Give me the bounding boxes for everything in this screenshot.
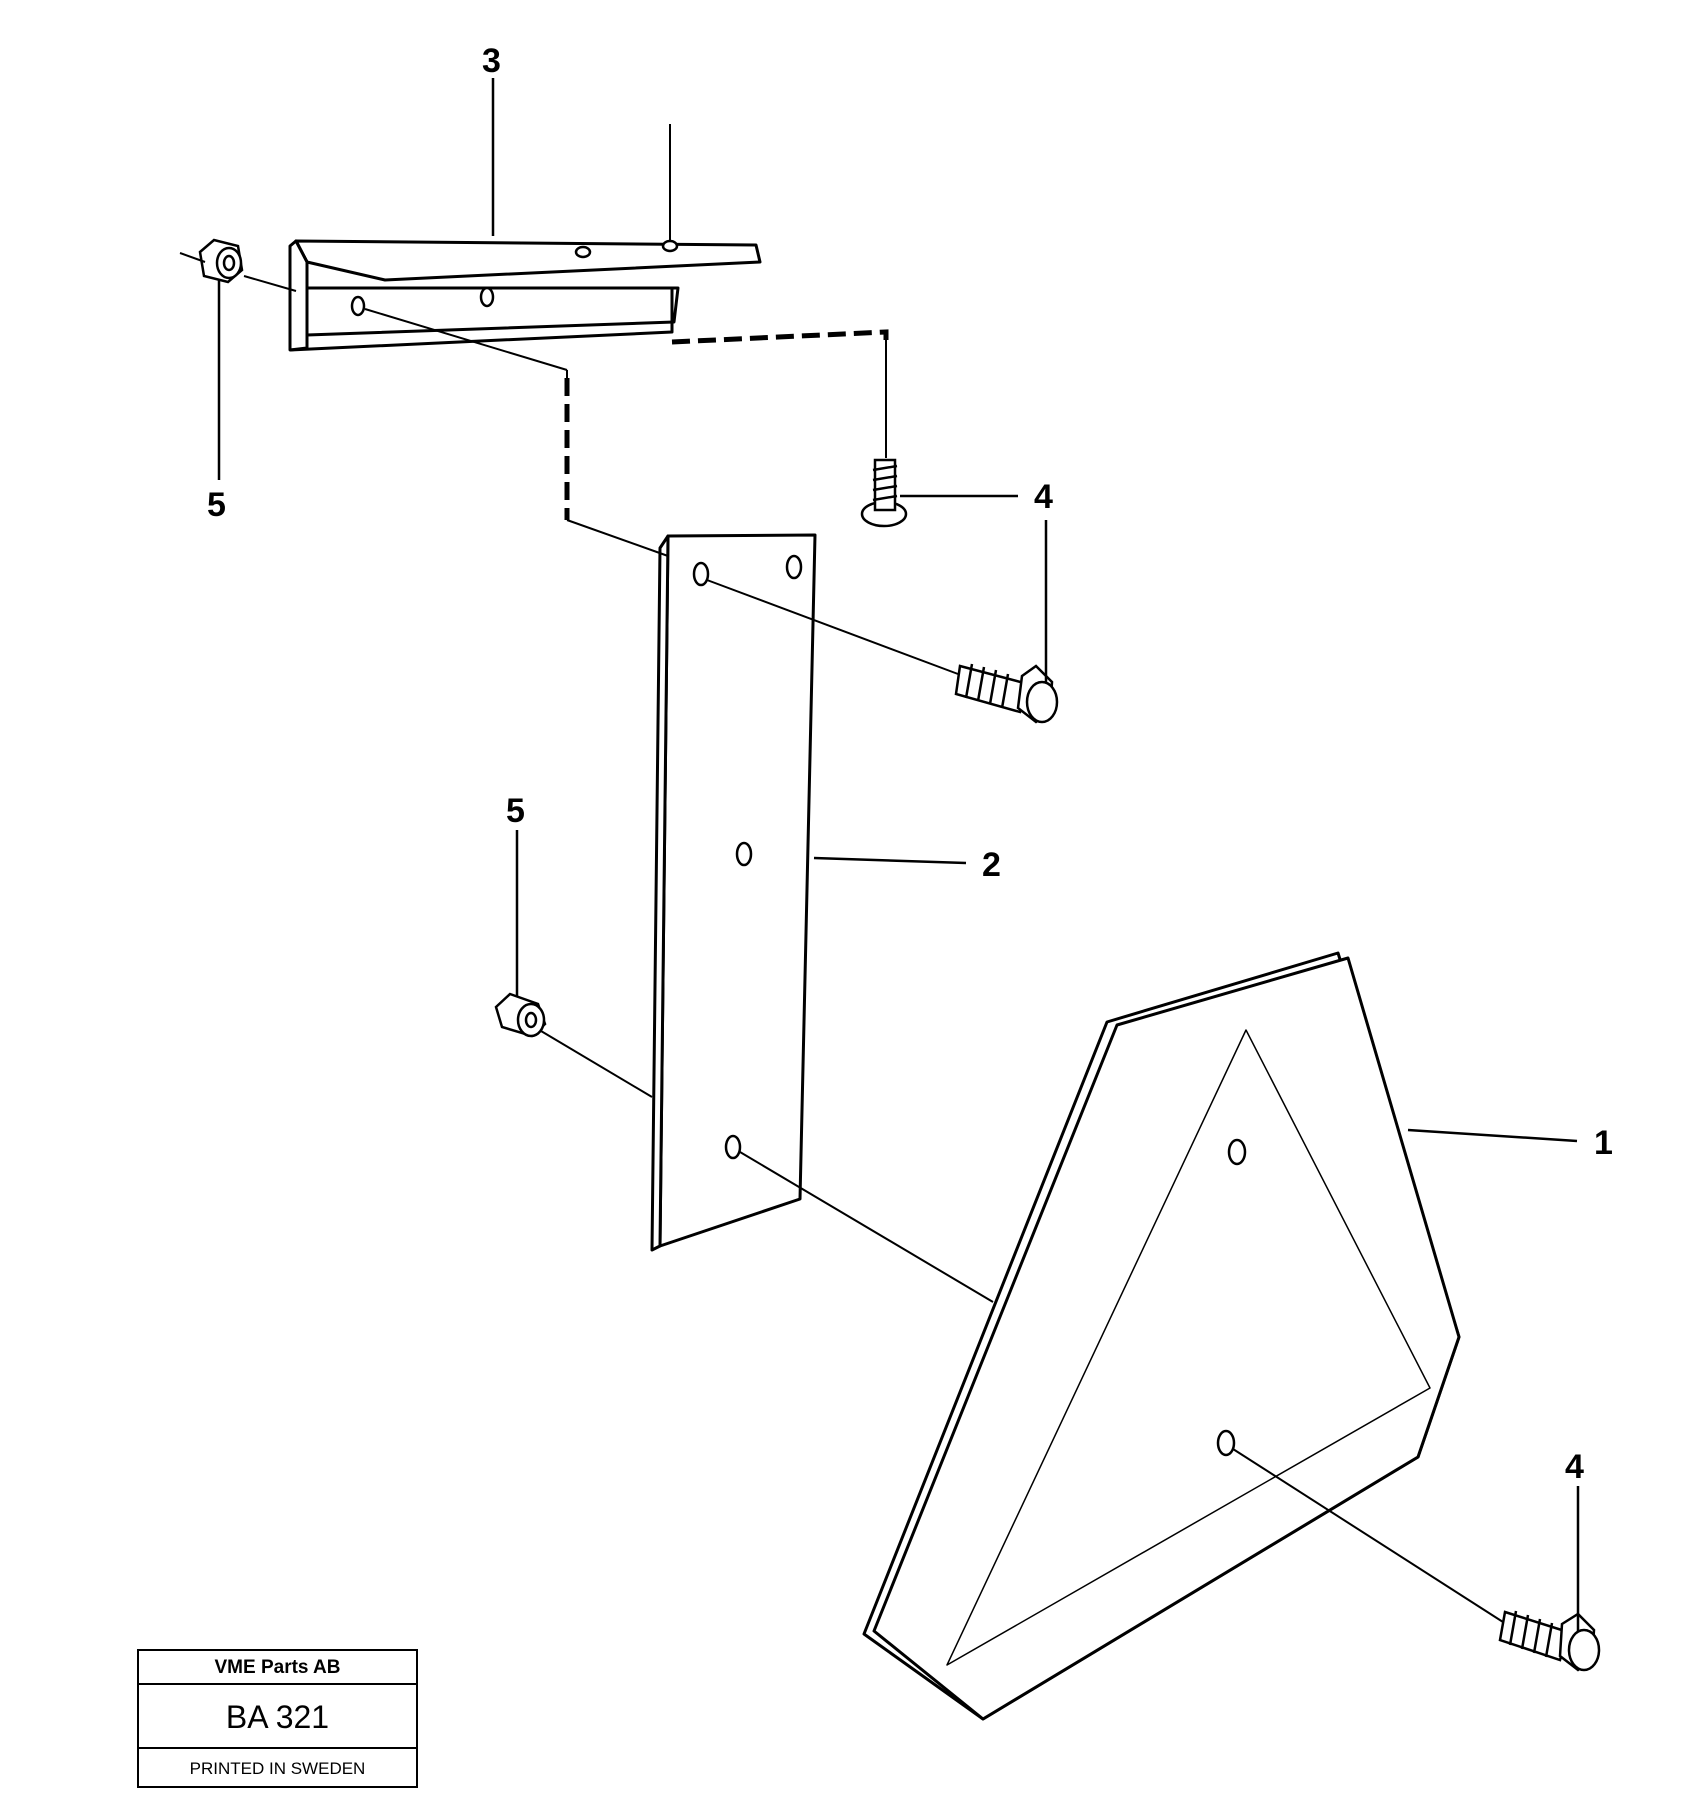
nut-bore bbox=[524, 1011, 538, 1029]
angle-bracket-part-3 bbox=[288, 239, 762, 352]
callout-2: 2 bbox=[982, 846, 1001, 884]
bracket-edge bbox=[289, 288, 674, 352]
nut-bore bbox=[222, 254, 236, 272]
reflector-hole bbox=[1227, 1138, 1247, 1166]
reflector-hole bbox=[1216, 1429, 1236, 1457]
axis-line bbox=[540, 1030, 653, 1098]
leader-lines bbox=[217, 78, 1580, 1632]
callout-4-upper: 4 bbox=[1034, 478, 1053, 516]
assembly-lines bbox=[179, 124, 1504, 1623]
hex-bolt-part-4-middle bbox=[954, 663, 1059, 724]
reflector-front bbox=[872, 956, 1461, 1721]
drawing-code: BA 321 bbox=[139, 1685, 416, 1749]
hex-nut-part-5-lower bbox=[494, 992, 547, 1038]
axis-line bbox=[243, 275, 297, 292]
bracket-hole bbox=[661, 239, 679, 253]
bolt-head-face bbox=[1025, 680, 1059, 724]
axis-line bbox=[739, 1151, 994, 1303]
callout-5-lower: 5 bbox=[506, 792, 525, 830]
reflector-inner-triangle bbox=[946, 1029, 1431, 1666]
bolt-head-face bbox=[1567, 1628, 1601, 1672]
hex-bolt-part-4-lower bbox=[1498, 1610, 1601, 1672]
axis-line bbox=[1232, 1448, 1504, 1623]
screw-with-washer-part-4-upper bbox=[860, 458, 908, 528]
axis-line bbox=[179, 252, 206, 263]
plate-hole bbox=[735, 841, 753, 867]
bolt-shank bbox=[1498, 1610, 1570, 1662]
hidden-assembly-lines bbox=[564, 329, 889, 520]
callout-1: 1 bbox=[1594, 1124, 1613, 1162]
callout-3: 3 bbox=[482, 42, 501, 80]
triangle-reflector-part-1 bbox=[862, 951, 1461, 1721]
callout-4-lower: 4 bbox=[1565, 1448, 1584, 1486]
mounting-plate-part-2 bbox=[650, 533, 817, 1252]
dashed-path bbox=[671, 329, 889, 345]
plate-hole bbox=[785, 554, 803, 580]
bracket-hole bbox=[350, 295, 366, 317]
axis-line bbox=[706, 579, 959, 675]
bracket-hole bbox=[479, 286, 495, 308]
hex-nut-part-5-upper bbox=[198, 238, 244, 284]
axis-line bbox=[364, 308, 568, 371]
printed-in-note: PRINTED IN SWEDEN bbox=[189, 1759, 366, 1778]
leader-2 bbox=[813, 856, 967, 865]
bracket-top-flange bbox=[294, 239, 762, 282]
title-block: VME Parts AB BA 321 PRINTED IN SWEDEN bbox=[137, 1649, 418, 1788]
plate-hole bbox=[724, 1134, 742, 1160]
bracket-hole bbox=[574, 245, 592, 259]
plate-edge bbox=[650, 534, 670, 1252]
callout-5-upper: 5 bbox=[207, 486, 226, 524]
company-name: VME Parts AB bbox=[139, 1651, 416, 1685]
leader-1 bbox=[1407, 1128, 1578, 1143]
bracket-side-face bbox=[288, 239, 309, 352]
plate-hole bbox=[692, 561, 710, 587]
axis-line bbox=[566, 519, 669, 557]
